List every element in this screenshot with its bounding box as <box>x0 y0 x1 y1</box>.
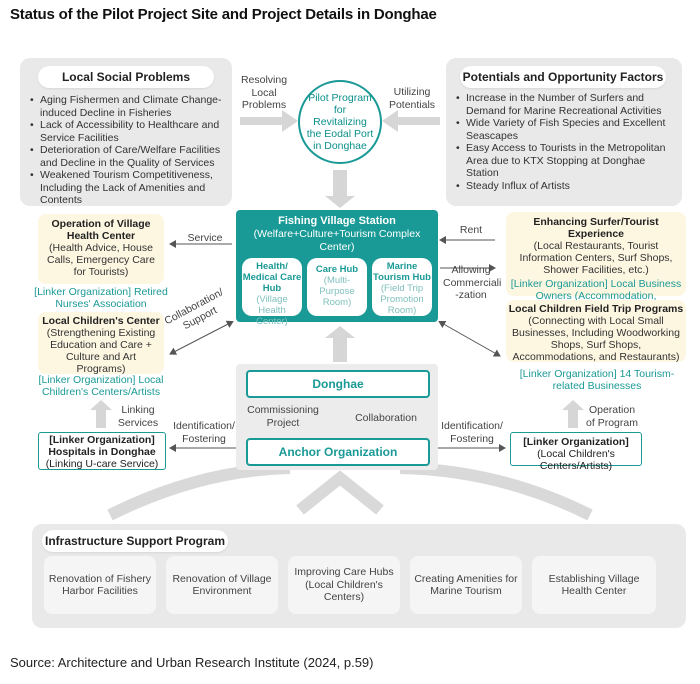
operation-label: Operation of Program <box>586 404 638 429</box>
field-trip-text: (Connecting with Local Small Businesses,… <box>512 315 680 363</box>
infra-item: Renovation of Village Environment <box>166 556 278 614</box>
surfer-title: Enhancing Surfer/Tourist Experience <box>533 216 659 240</box>
infra-chevron-left <box>107 462 291 521</box>
rent-label: Rent <box>459 224 483 236</box>
infra-item-label: Renovation of Fishery Harbor Facilities <box>48 572 152 598</box>
figure-title: Status of the Pilot Project Site and Pro… <box>10 6 437 23</box>
infra-item-label: Improving Care Hubs (Local Children's Ce… <box>294 566 394 604</box>
linking-label: Linking Services <box>117 404 159 429</box>
surfer-text: (Local Restaurants, Tourist Information … <box>519 240 673 276</box>
list-item: Easy Access to Tourists in the Metropoli… <box>456 142 676 180</box>
anchor-organization-box: Anchor Organization <box>246 438 430 466</box>
village-health-box: Operation of Village Health Center (Heal… <box>38 214 164 284</box>
hospital-linker-label: [Linker Organization] <box>49 434 155 446</box>
hospital-note: (Linking U-care Service) <box>45 458 159 470</box>
ident-right-label: Identification/ Fostering <box>441 420 503 445</box>
infra-item-label: Renovation of Village Environment <box>172 572 272 598</box>
list-item: Weakened Tourism Competitiveness, Includ… <box>30 169 228 207</box>
village-health-linker: [Linker Organization] Retired Nurses' As… <box>34 286 168 310</box>
children-center-text: (Strengthening Existing Education and Ca… <box>46 327 156 375</box>
utilizing-arrow <box>382 110 440 132</box>
children-linker-label: [Linker Organization] <box>523 436 629 448</box>
field-trip-linker: [Linker Organization] 14 Tourism-related… <box>519 368 675 392</box>
village-health-title: Operation of Village Health Center <box>51 218 151 242</box>
pilot-program-circle: Pilot Program for Revitalizing the Eodal… <box>298 80 382 164</box>
social-problems-heading: Local Social Problems <box>38 66 214 88</box>
infrastructure-panel: Infrastructure Support Program Renovatio… <box>32 524 686 628</box>
infra-item: Creating Amenities for Marine Tourism <box>410 556 522 614</box>
resolving-label: Resolving Local Problems <box>240 74 288 111</box>
marine-hub-title: Marine Tourism Hub <box>373 261 431 283</box>
list-item: Wide Variety of Fish Species and Excelle… <box>456 117 676 142</box>
surfer-box: Enhancing Surfer/Tourist Experience (Loc… <box>506 212 686 314</box>
donghae-box: Donghae <box>246 370 430 398</box>
list-item: Aging Fishermen and Climate Change-induc… <box>30 94 228 119</box>
right-up-arrow <box>562 400 584 428</box>
infra-item: Establishing Village Health Center <box>532 556 656 614</box>
hospital-linker-box: [Linker Organization] Hospitals in Dongh… <box>38 432 166 470</box>
infra-item-label: Creating Amenities for Marine Tourism <box>414 572 518 598</box>
station-subtitle: (Welfare+Culture+Tourism Complex Center) <box>253 228 421 253</box>
health-hub-title: Health/ Medical Care Hub <box>242 261 302 294</box>
care-hub-note: (Multi-Purpose Room) <box>319 275 355 308</box>
social-problems-list: Aging Fishermen and Climate Change-induc… <box>30 94 228 207</box>
source-note: Source: Architecture and Urban Research … <box>10 655 374 670</box>
social-problems-panel: Local Social Problems Aging Fishermen an… <box>20 58 232 206</box>
list-item: Steady Influx of Artists <box>456 180 676 193</box>
health-hub-card: Health/ Medical Care Hub (Village Health… <box>242 258 302 327</box>
ident-left-label: Identification/ Fostering <box>173 420 235 445</box>
infra-item-label: Establishing Village Health Center <box>548 572 640 598</box>
utilizing-label: Utilizing Potentials <box>388 86 436 111</box>
fishing-village-station: Fishing Village Station (Welfare+Culture… <box>236 210 438 327</box>
service-label: Service <box>187 232 223 244</box>
field-trip-box: Local Children Field Trip Programs (Conn… <box>506 300 686 363</box>
infra-heading: Infrastructure Support Program <box>42 530 228 552</box>
children-center-title: Local Children's Center <box>42 315 160 327</box>
left-up-arrow <box>90 400 112 428</box>
children-center-box: Local Children's Center (Strengthening E… <box>38 312 164 375</box>
commissioning-label: Commissioning Project <box>247 404 319 429</box>
allowing-label: Allowing Commerciali -zation <box>443 264 502 301</box>
list-item: Lack of Accessibility to Healthcare and … <box>30 119 228 144</box>
children-linker-text: (Local Children's Centers/Artists) <box>537 448 615 472</box>
care-hub-card: Care Hub (Multi-Purpose Room) <box>307 258 367 316</box>
health-hub-note: (Village Health Center) <box>256 294 288 327</box>
list-item: Increase in the Number of Surfers and De… <box>456 92 676 117</box>
list-item: Deterioration of Care/Welfare Facilities… <box>30 144 228 169</box>
children-center-linker: [Linker Organization] Local Children's C… <box>38 374 164 398</box>
marine-hub-card: Marine Tourism Hub (Field Trip Promotion… <box>372 258 432 316</box>
marine-hub-note: (Field Trip Promotion Room) <box>380 283 424 316</box>
children-linker-box: [Linker Organization] (Local Children's … <box>510 432 642 472</box>
resolving-arrow <box>240 110 298 132</box>
potentials-list: Increase in the Number of Surfers and De… <box>456 92 676 192</box>
pilot-down-arrow <box>325 170 355 208</box>
field-trip-title: Local Children Field Trip Programs <box>508 303 684 315</box>
collaboration-label: Collaboration <box>355 412 417 424</box>
potentials-heading: Potentials and Opportunity Factors <box>460 66 666 88</box>
care-hub-title: Care Hub <box>315 264 359 275</box>
hospital-name: Hospitals in Donghae <box>48 446 156 458</box>
infra-chevron-mid <box>296 470 384 515</box>
infra-item: Improving Care Hubs (Local Children's Ce… <box>288 556 400 614</box>
mid-up-arrow <box>325 326 355 362</box>
infra-item: Renovation of Fishery Harbor Facilities <box>44 556 156 614</box>
pilot-program-label: Pilot Program for Revitalizing the Eodal… <box>306 92 374 152</box>
infra-chevron-right <box>399 462 593 521</box>
station-title: Fishing Village Station <box>278 215 396 227</box>
potentials-panel: Potentials and Opportunity Factors Incre… <box>446 58 682 206</box>
village-health-text: (Health Advice, House Calls, Emergency C… <box>47 242 155 278</box>
